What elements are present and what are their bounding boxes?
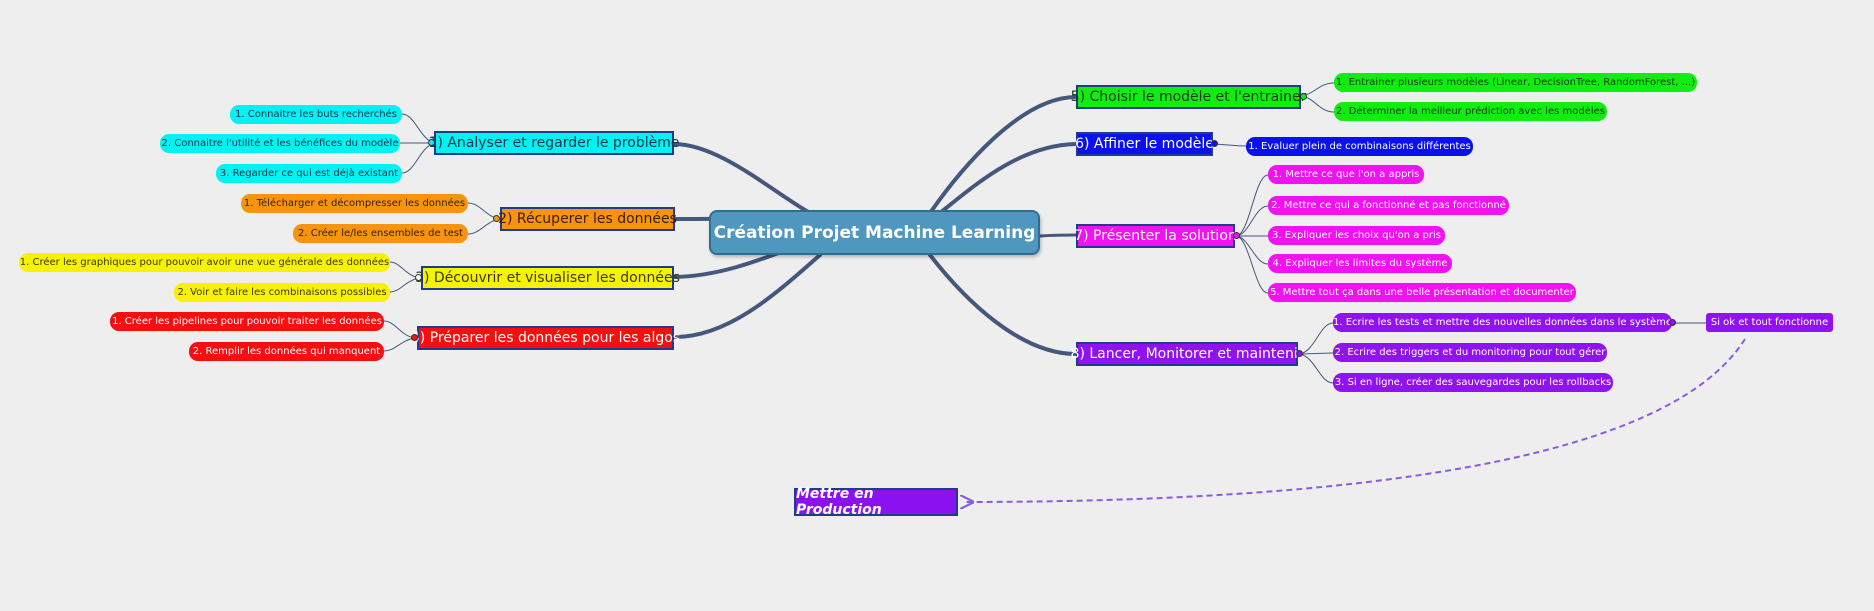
branch-presenter[interactable]: 7) Présenter la solution: [1074, 224, 1237, 248]
leaf-decouvrir-2[interactable]: 2. Voir et faire les combinaisons possib…: [174, 283, 390, 302]
leaf-analyser-1[interactable]: 1. Connaitre les buts recherchés: [230, 105, 402, 124]
branch-decouvrir[interactable]: 3) Découvrir et visualiser les données: [415, 266, 680, 290]
connector-dot: [493, 215, 500, 222]
connector-dot: [1300, 93, 1307, 100]
branch-preparer[interactable]: 4) Préparer les données pour les algos: [411, 326, 680, 350]
leaf-decouvrir-1[interactable]: 1. Créer les graphiques pour pouvoir avo…: [19, 253, 390, 272]
leaf-lancer-1[interactable]: 1. Ecrire les tests et mettre des nouvel…: [1333, 313, 1672, 332]
connector-dot: [1233, 232, 1240, 239]
leaf-analyser-3[interactable]: 3. Regarder ce qui est déjà existant: [216, 164, 402, 183]
leaf-lancer-sub[interactable]: Si ok et tout fonctionne: [1706, 313, 1833, 332]
branch-recuperer[interactable]: 2) Récuperer les données: [498, 207, 677, 231]
branch-lancer[interactable]: 8) Lancer, Monitorer et maintenir: [1071, 342, 1303, 366]
branch-analyser[interactable]: 1) Analyser et regarder le problème: [429, 131, 679, 155]
leaf-presenter-5[interactable]: 5. Mettre tout ça dans une belle présent…: [1268, 283, 1576, 302]
leaf-presenter-3[interactable]: 3. Expliquer les choix qu'on a pris: [1268, 226, 1445, 245]
leaf-preparer-2[interactable]: 2. Remplir les données qui manquent: [189, 342, 384, 361]
connector-dot: [1296, 350, 1303, 357]
leaf-affiner-1[interactable]: 1. Evaluer plein de combinaisons différe…: [1246, 137, 1473, 156]
connector-dot: [415, 274, 422, 281]
leaf-presenter-1[interactable]: 1. Mettre ce que l'on a appris: [1268, 165, 1424, 184]
branch-choisir[interactable]: 5) Choisir le modèle et l'entrainer: [1071, 85, 1306, 109]
production-node[interactable]: Mettre en Production: [794, 486, 958, 518]
leaf-analyser-2[interactable]: 2. Connaitre l'utilité et les bénéfices …: [160, 134, 400, 153]
leaf-choisir-1[interactable]: 1. Entrainer plusieurs modèles (Linear, …: [1334, 73, 1697, 92]
connector-dot: [411, 334, 418, 341]
leaf-choisir-2[interactable]: 2. Déterminer la meilleur prédiction ave…: [1334, 102, 1607, 121]
connector-dot: [1211, 140, 1218, 147]
connector-dot: [428, 139, 435, 146]
leaf-lancer-2[interactable]: 2. Ecrire des triggers et du monitoring …: [1333, 343, 1607, 362]
leaf-preparer-1[interactable]: 1. Créer les pipelines pour pouvoir trai…: [110, 312, 384, 331]
leaf-recuperer-2[interactable]: 2. Créer le/les ensembles de test: [293, 224, 468, 243]
connector-dot: [1669, 319, 1676, 326]
leaf-presenter-4[interactable]: 4. Expliquer les limites du système: [1268, 254, 1452, 273]
central-topic[interactable]: Création Projet Machine Learning: [709, 210, 1040, 255]
branch-affiner[interactable]: 6) Affiner le modèle: [1075, 132, 1214, 156]
leaf-recuperer-1[interactable]: 1. Télécharger et décompresser les donné…: [241, 194, 468, 213]
leaf-presenter-2[interactable]: 2. Mettre ce qui a fonctionné et pas fon…: [1268, 196, 1509, 215]
leaf-lancer-3[interactable]: 3. Si en ligne, créer des sauvegardes po…: [1333, 373, 1613, 392]
